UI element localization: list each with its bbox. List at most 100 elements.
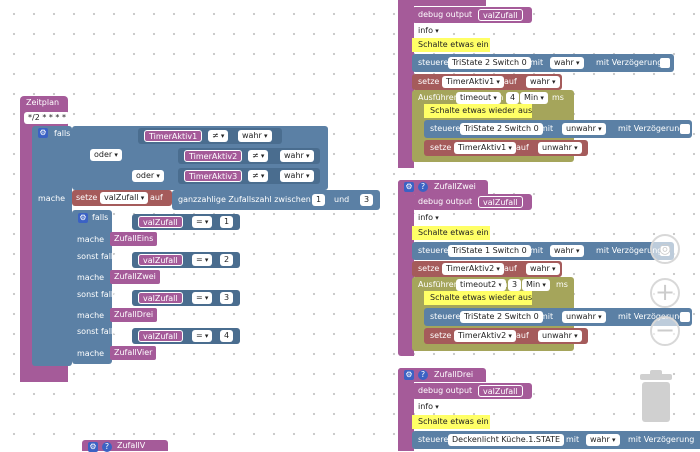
fn-drei-block[interactable] [398, 368, 414, 451]
fn-zwei-msg-off-block[interactable] [424, 291, 532, 305]
fn-zwei-level[interactable]: info [414, 212, 443, 224]
eq2-var[interactable]: valZufall [138, 254, 183, 266]
fn-top-timer[interactable]: TimerAktiv1 [442, 76, 504, 88]
help-icon-bottom[interactable]: ? [102, 442, 112, 452]
eq3-var[interactable]: valZufall [138, 292, 183, 304]
bool-2[interactable]: wahr [280, 150, 314, 162]
fn-top-unit[interactable]: Min [520, 92, 548, 104]
fn-zwei-set-val2[interactable]: unwahr [538, 330, 582, 342]
fn-drei-msg-on-block[interactable] [412, 415, 490, 429]
cron-field[interactable]: */2 * * * * [24, 112, 70, 124]
fn-zufall-vier-block[interactable] [82, 440, 168, 451]
fn-zwei-block[interactable] [398, 180, 414, 356]
trash-icon[interactable] [636, 368, 676, 424]
fn-top-in: in [496, 93, 504, 102]
bool-1[interactable]: wahr [238, 130, 272, 142]
eq4-op[interactable]: = [192, 330, 213, 342]
fn-drei-val[interactable]: wahr [586, 434, 620, 446]
fn-drei-help-icon[interactable]: ? [418, 370, 428, 380]
call-zufall-vier[interactable]: ZufallVier [110, 346, 157, 360]
fn-top-switch[interactable]: TriState 2 Switch 0 [448, 57, 531, 69]
fn-top-val[interactable]: wahr [550, 57, 584, 69]
or-op-1[interactable]: oder [90, 149, 122, 161]
fn-zwei-gear-icon[interactable]: ⚙ [404, 182, 414, 192]
fn-zwei-debug-var[interactable]: valZufall [478, 196, 523, 208]
fn-zwei-switch2[interactable]: TriState 2 Switch 0 [460, 311, 543, 323]
fn-top-timeout-var[interactable]: timeout [456, 92, 501, 104]
fn-top-msg-on-block[interactable] [412, 38, 490, 52]
fn-top-delay2-checkbox[interactable] [680, 124, 690, 134]
bool-3[interactable]: wahr [280, 170, 314, 182]
random-int-block[interactable] [172, 190, 380, 210]
fn-zwei-timeout-num[interactable]: 3 [508, 279, 522, 291]
timer2-var[interactable]: TimerAktiv2 [184, 150, 243, 162]
fn-top-val2[interactable]: unwahr [562, 123, 606, 135]
fn-zwei-set-val[interactable]: wahr [526, 263, 560, 275]
fn-drei-msg-on[interactable]: Schalte etwas ein [418, 417, 489, 426]
random-max[interactable]: 3 [360, 194, 374, 206]
fn-drei-level[interactable]: info [414, 401, 443, 413]
zoom-in-button[interactable]: + [650, 278, 680, 308]
fn-top-switch2[interactable]: TriState 2 Switch 0 [460, 123, 543, 135]
fn-drei-gear-icon[interactable]: ⚙ [404, 370, 414, 380]
fn-zwei-timer[interactable]: TimerAktiv2 [442, 263, 504, 275]
fn-drei-debug-var[interactable]: valZufall [478, 385, 523, 397]
mache-4: mache [77, 349, 105, 358]
fn-zwei-with: mit [530, 246, 544, 255]
mache-3: mache [77, 311, 105, 320]
fn-drei-switch[interactable]: Deckenlicht Küche.1.STATE [448, 434, 565, 446]
call-zufall-drei[interactable]: ZufallDrei [110, 308, 158, 322]
eq1-var[interactable]: valZufall [138, 216, 183, 228]
zoom-reset-button[interactable]: ◎ [650, 234, 680, 264]
fn-zwei-unit[interactable]: Min [522, 279, 550, 291]
fn-zwei-msg-on[interactable]: Schalte etwas ein [418, 228, 489, 237]
elseif-3: sonst falls [77, 327, 118, 336]
fn-top-set-val[interactable]: wahr [526, 76, 560, 88]
gear-icon-bottom[interactable]: ⚙ [88, 442, 98, 452]
var-valzufall[interactable]: valZufall [100, 192, 149, 204]
fn-top-timer2[interactable]: TimerAktiv1 [454, 142, 516, 154]
fn-zwei-delay2-checkbox[interactable] [680, 312, 690, 322]
fn-top-debug-var[interactable]: valZufall [478, 9, 523, 21]
gear-icon[interactable]: ⚙ [38, 128, 48, 138]
fn-top-block[interactable] [398, 0, 414, 168]
or-op-2[interactable]: oder [132, 170, 164, 182]
random-min[interactable]: 1 [312, 194, 326, 206]
eq4-num[interactable]: 4 [220, 330, 234, 342]
call-zufall-zwei[interactable]: ZufallZwei [110, 270, 160, 284]
fn-zwei-timeout-var[interactable]: timeout2 [456, 279, 507, 291]
neq-op-2[interactable]: ≠ [248, 150, 269, 162]
eq2-num[interactable]: 2 [220, 254, 234, 266]
fn-drei-delay: mit Verzögerung [628, 435, 695, 444]
fn-zwei-val[interactable]: wahr [550, 245, 584, 257]
eq3-op[interactable]: = [192, 292, 213, 304]
neq-op-3[interactable]: ≠ [248, 170, 269, 182]
timer3-var[interactable]: TimerAktiv3 [184, 170, 243, 182]
fn-zwei-val2[interactable]: unwahr [562, 311, 606, 323]
fn-top-msg-off[interactable]: Schalte etwas wieder aus [430, 106, 533, 115]
fn-zwei-to: auf [504, 264, 517, 273]
fn-top-level[interactable]: info [414, 25, 443, 37]
eq1-op[interactable]: = [192, 216, 213, 228]
fn-zwei-switch[interactable]: TriState 1 Switch 0 [448, 245, 531, 257]
eq1-num[interactable]: 1 [220, 216, 234, 228]
fn-top-delay-checkbox[interactable] [660, 58, 670, 68]
timer1-var[interactable]: TimerAktiv1 [144, 130, 203, 142]
fn-zwei-msg-off[interactable]: Schalte etwas wieder aus [430, 293, 533, 302]
fn-top-timeout-num[interactable]: 4 [506, 92, 520, 104]
zoom-out-button[interactable]: − [650, 316, 680, 346]
fn-zwei-msg-on-block[interactable] [412, 226, 490, 240]
inner-if-block[interactable] [72, 210, 112, 364]
eq2-op[interactable]: = [192, 254, 213, 266]
eq3-num[interactable]: 3 [220, 292, 234, 304]
eq4-var[interactable]: valZufall [138, 330, 183, 342]
fn-zwei-help-icon[interactable]: ? [418, 182, 428, 192]
fn-zwei-timer2[interactable]: TimerAktiv2 [454, 330, 516, 342]
fn-top-set-val2[interactable]: unwahr [538, 142, 582, 154]
if-block[interactable] [32, 126, 72, 366]
call-zufall-eins[interactable]: ZufallEins [110, 232, 158, 246]
fn-top-msg-off-block[interactable] [424, 104, 532, 118]
gear-icon-2[interactable]: ⚙ [78, 213, 88, 223]
fn-top-msg-on[interactable]: Schalte etwas ein [418, 40, 489, 49]
neq-op-1[interactable]: ≠ [208, 130, 229, 142]
